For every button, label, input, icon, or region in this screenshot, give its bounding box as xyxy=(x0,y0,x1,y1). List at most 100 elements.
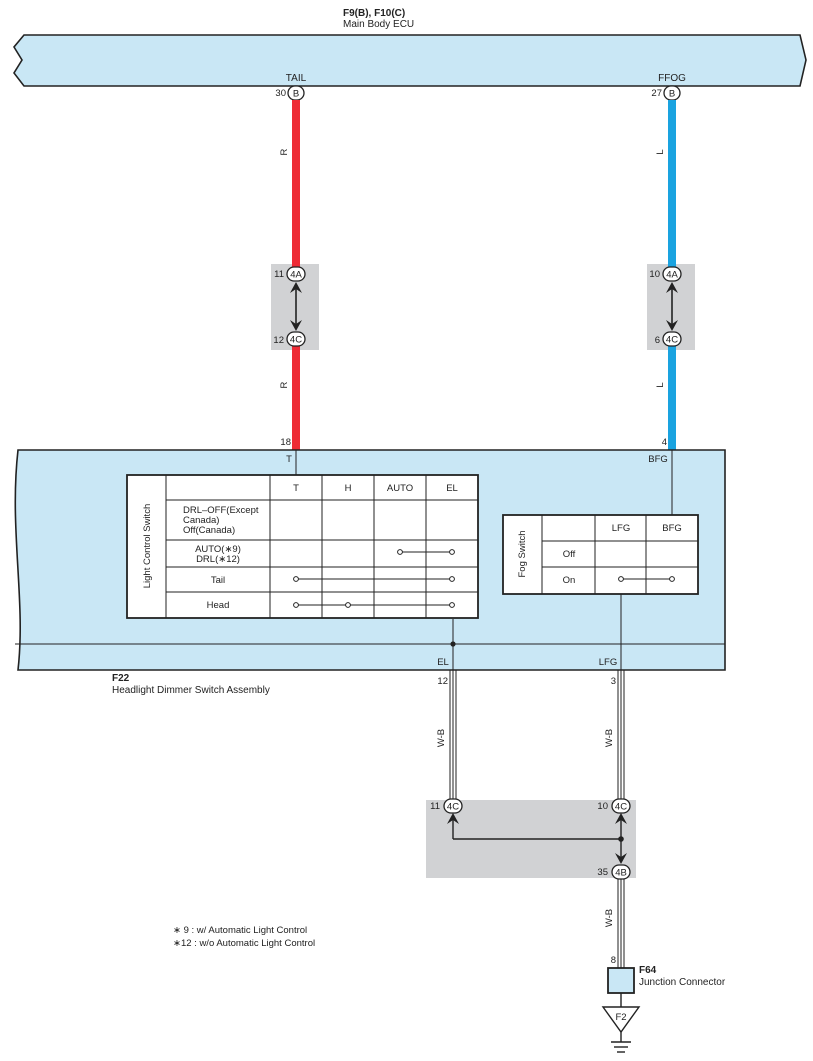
junction-lower-right: 10 4C xyxy=(597,798,631,814)
pin-number: 30 xyxy=(275,88,286,99)
connector-name: Junction Connector xyxy=(639,977,726,988)
column-header-auto: AUTO xyxy=(387,483,413,494)
wire-segment xyxy=(292,100,300,267)
column-header-t: T xyxy=(293,483,299,494)
ground-triangle xyxy=(601,1006,641,1034)
junction-connector-f64: 8 F64 Junction Connector xyxy=(607,955,726,1007)
connector-label: 4B xyxy=(615,868,627,879)
wire-wb-lfg: W-B xyxy=(604,670,625,804)
row-label-on: On xyxy=(563,575,576,586)
wire-color-code: W-B xyxy=(436,729,447,747)
wire-color-code: R xyxy=(279,148,290,155)
connector-box xyxy=(607,967,635,994)
column-header-el: EL xyxy=(446,483,458,494)
table-side-label: Fog Switch xyxy=(517,531,528,578)
junction-link-left xyxy=(290,282,302,331)
pin-number: 8 xyxy=(611,955,616,966)
row-label-drl-off-line1: DRL–OFF(Except xyxy=(183,505,259,516)
pin-lfg-label: LFG xyxy=(599,657,617,668)
connector-label: 4A xyxy=(666,270,678,281)
connector-oval xyxy=(286,266,306,282)
connector-oval xyxy=(662,331,682,347)
junction-lower-left: 11 4C xyxy=(430,798,463,814)
wire-wb-ground: W-B xyxy=(604,879,625,968)
row-label-head: Head xyxy=(207,600,230,611)
connector-oval xyxy=(662,266,682,282)
chevron-up-icon xyxy=(666,282,678,293)
row-label-auto-line2: DRL(∗12) xyxy=(196,554,240,565)
continuity-auto-row xyxy=(397,549,455,555)
junction-lower-out: 35 4B xyxy=(597,864,631,880)
splice-dot xyxy=(450,641,456,647)
pin-number: 11 xyxy=(430,801,440,812)
switch-assembly-code: F22 xyxy=(112,673,130,684)
pin-18-number: 18 xyxy=(280,437,291,448)
connector-label: B xyxy=(669,89,675,100)
pin-number: 10 xyxy=(597,801,608,812)
junction-right-top: 10 4A xyxy=(649,266,682,282)
wire-color-code: L xyxy=(655,382,666,387)
connector-code: F64 xyxy=(639,965,657,976)
pin-t-label: T xyxy=(286,454,292,465)
main-body-ecu: F9(B), F10(C) Main Body ECU TAIL FFOG xyxy=(13,8,807,87)
chevron-down-icon xyxy=(290,320,302,331)
row-label-drl-off-line3: Off(Canada) xyxy=(183,525,235,536)
junction-link-right xyxy=(666,282,678,331)
chevron-up-icon xyxy=(290,282,302,293)
connector-label: 4A xyxy=(290,270,302,281)
pin-el-label: EL xyxy=(437,657,449,668)
ecu-pin-27: 27 B xyxy=(651,85,681,101)
pin-number: 35 xyxy=(597,867,608,878)
footnote-1: ∗ 9 : w/ Automatic Light Control xyxy=(173,925,307,936)
continuity-tail-row xyxy=(293,576,455,582)
splice-dot xyxy=(618,836,624,842)
chevron-down-icon xyxy=(615,853,627,864)
ecu-name: Main Body ECU xyxy=(343,19,414,30)
ecu-box xyxy=(13,34,807,87)
connector-oval xyxy=(286,331,306,347)
connector-label: 4C xyxy=(290,335,302,346)
ground-label: F2 xyxy=(615,1012,626,1023)
wire-blue-ffog: L L xyxy=(655,100,676,450)
footnote-2: ∗12 : w/o Automatic Light Control xyxy=(173,938,315,949)
pin-4-number: 4 xyxy=(662,437,667,448)
row-label-off: Off xyxy=(563,549,576,560)
ecu-pin-ffog-label: FFOG xyxy=(658,73,686,84)
wire-segment xyxy=(668,345,676,450)
row-label-tail: Tail xyxy=(211,575,225,586)
pin-bfg-label: BFG xyxy=(648,454,668,465)
row-label-drl-off-line2: Canada) xyxy=(183,515,219,526)
wire-red-tail: R R xyxy=(279,100,300,450)
fog-switch-table: Fog Switch LFG BFG Off On xyxy=(502,514,699,595)
light-control-switch-table: Light Control Switch T H AUTO EL DRL–OFF… xyxy=(126,474,479,619)
column-header-h: H xyxy=(345,483,352,494)
table-frame xyxy=(126,474,479,619)
table-frame xyxy=(502,514,699,595)
connector-label: 4C xyxy=(615,802,627,813)
pin-number: 6 xyxy=(655,335,660,346)
wire-color-code: L xyxy=(655,149,666,154)
connector-label: B xyxy=(293,89,299,100)
footnotes: ∗ 9 : w/ Automatic Light Control ∗12 : w… xyxy=(173,925,315,949)
ecu-pin-tail-label: TAIL xyxy=(286,73,307,84)
switch-assembly-name: Headlight Dimmer Switch Assembly xyxy=(112,685,270,696)
pin-number: 27 xyxy=(651,88,662,99)
junction-left-top: 11 4A xyxy=(274,266,306,282)
ground-point-f2: F2 xyxy=(601,1006,641,1053)
pin-number: 11 xyxy=(274,269,284,280)
pin-12-number: 12 xyxy=(437,676,448,687)
ecu-pin-30: 30 B xyxy=(275,85,305,101)
wire-segment xyxy=(668,100,676,267)
connector-label: 4C xyxy=(666,335,678,346)
junction-lower-internal xyxy=(447,813,627,864)
row-label-auto-line1: AUTO(∗9) xyxy=(195,544,241,555)
pin-3-number: 3 xyxy=(611,676,616,687)
ecu-code: F9(B), F10(C) xyxy=(343,8,405,19)
wire-color-code: R xyxy=(279,381,290,388)
wire-color-code: W-B xyxy=(604,909,615,927)
wire-wb-el: W-B xyxy=(436,670,457,804)
column-header-bfg: BFG xyxy=(662,523,682,534)
continuity-on-row xyxy=(618,576,675,582)
